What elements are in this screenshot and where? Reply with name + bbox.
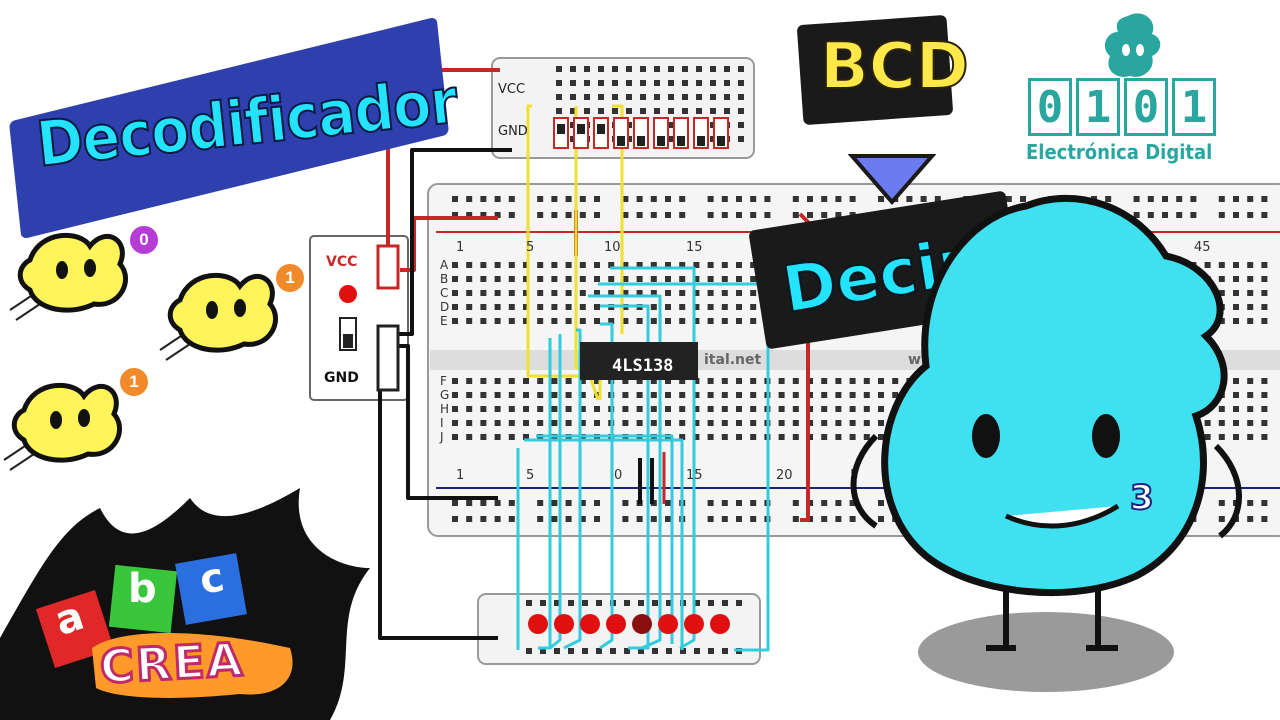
power-led: [339, 285, 357, 303]
ic-chip: [580, 342, 698, 380]
led: [606, 614, 626, 634]
column-number: 15: [686, 468, 703, 483]
led: [710, 614, 730, 634]
led: [658, 614, 678, 634]
down-arrow-icon: [848, 154, 936, 206]
column-number: 5: [526, 240, 535, 255]
chip-label: 4LS138: [612, 356, 674, 376]
row-letter: G: [440, 388, 450, 402]
power-gnd-label: GND: [324, 370, 359, 386]
row-letter: D: [440, 300, 450, 314]
column-number: 0: [614, 468, 623, 483]
row-letter: H: [440, 402, 450, 416]
column-number: 1: [456, 468, 465, 483]
vcc-header: [376, 244, 400, 290]
bit-character-1: [159, 272, 278, 361]
led: [580, 614, 600, 634]
logo-mascot-icon: [1104, 13, 1161, 77]
row-letter: B: [440, 272, 449, 286]
logo-digit: 1: [1172, 78, 1216, 136]
website-fragment: ital.net: [704, 352, 762, 368]
column-number: 45: [1194, 240, 1211, 255]
dip-switches: [553, 117, 729, 149]
switch-gnd-label: GND: [498, 124, 528, 139]
channel-letter: b: [128, 566, 157, 612]
mascot-character: [850, 194, 1242, 692]
row-letter: C: [440, 286, 449, 300]
logo-digit: 0: [1028, 78, 1072, 136]
led: [684, 614, 704, 634]
bit-badge: 1: [274, 262, 306, 294]
row-letter: E: [440, 314, 448, 328]
led: [554, 614, 574, 634]
row-letter: I: [440, 416, 444, 430]
logo-digit: 1: [1076, 78, 1120, 136]
power-vcc-label: VCC: [326, 254, 358, 270]
channel-logo-background: [0, 488, 370, 720]
bit-character-0: [9, 232, 128, 321]
led: [632, 614, 652, 634]
column-number: 15: [686, 240, 703, 255]
title-bcd-text: BCD: [819, 29, 970, 105]
row-letter: F: [440, 374, 447, 388]
row-letter: J: [440, 430, 444, 444]
column-number: 5: [526, 468, 535, 483]
channel-name: CREA: [97, 631, 247, 695]
led-row: [528, 614, 730, 634]
title-decodificador: Decodificador: [8, 16, 461, 240]
title-bcd: BCD: [796, 14, 970, 126]
bit-badge: 0: [128, 224, 160, 256]
switch-vcc-label: VCC: [498, 82, 526, 97]
led: [528, 614, 548, 634]
logo-digit: 0: [1124, 78, 1168, 136]
column-number: 20: [776, 468, 793, 483]
row-letter: A: [440, 258, 449, 272]
bit-character-2: [3, 382, 122, 471]
column-number: 1: [456, 240, 465, 255]
gnd-header: [376, 324, 400, 392]
electronica-digital-logo: 0 1 0 1 Electrónica Digital: [1024, 10, 1224, 170]
logo-brand-text: Electrónica Digital: [1026, 140, 1213, 164]
column-number: 10: [604, 240, 621, 255]
bit-badge: 1: [118, 366, 150, 398]
bit-characters: [3, 232, 278, 471]
mascot-number: 3: [1129, 477, 1155, 519]
